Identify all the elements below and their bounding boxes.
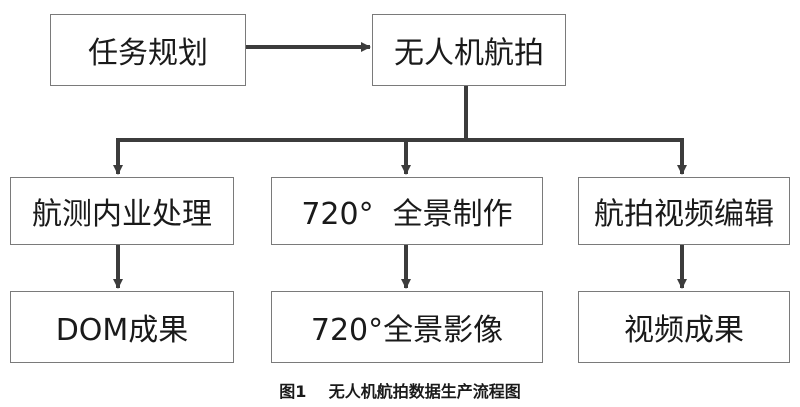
node-panorama-production: 720° 全景制作: [271, 177, 543, 245]
node-video-editing: 航拍视频编辑: [578, 177, 790, 245]
node-video-result: 视频成果: [578, 291, 790, 363]
node-dom-result: DOM成果: [10, 291, 234, 363]
figure-number: 图1: [279, 382, 307, 401]
node-task-planning: 任务规划: [50, 14, 246, 86]
node-uav-aerial: 无人机航拍: [372, 14, 566, 86]
figure-caption: 图1 无人机航拍数据生产流程图: [0, 378, 800, 402]
node-survey-processing: 航测内业处理: [10, 177, 234, 245]
figure-title: 无人机航拍数据生产流程图: [328, 382, 521, 401]
node-panorama-image: 720°全景影像: [271, 291, 543, 363]
